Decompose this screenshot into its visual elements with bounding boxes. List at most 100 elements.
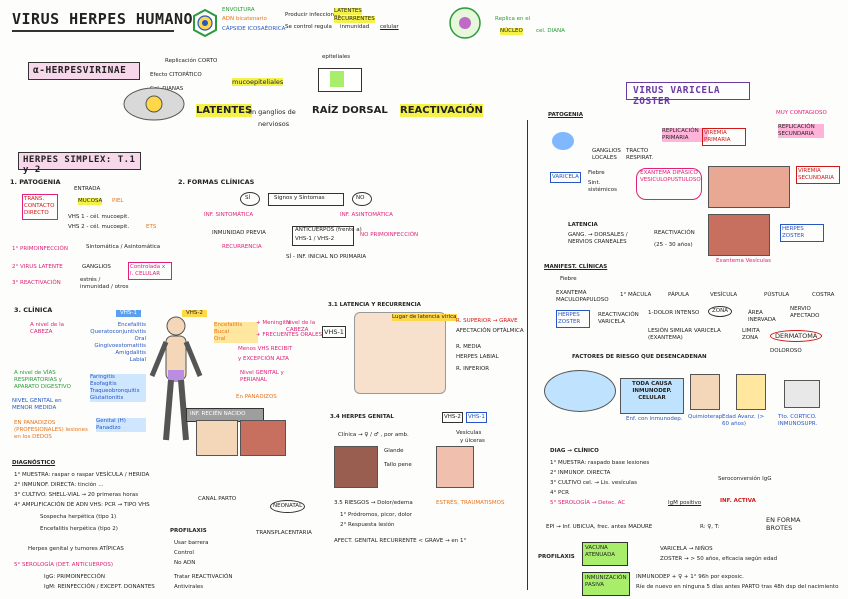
vz-exantema: EXANTEMA DIFÁSICO VESICULOPUSTULOSO — [640, 170, 701, 183]
vz-d3: 3° CULTIVO cel. → Lis. vesículas — [550, 480, 637, 486]
vhs1-tag: VHS-1 — [116, 310, 141, 317]
vz-zoster-photo — [708, 214, 770, 256]
vz-dolor: 1-DOLOR INTENSO — [648, 310, 700, 316]
human-body-figure — [149, 316, 203, 441]
left-item: Genital (H) — [96, 418, 126, 424]
meningitis-label: + Meningitis — [256, 320, 291, 326]
vz-manifest: MANIFEST. CLÍNICAS — [544, 264, 608, 270]
left-item: Gingivoestomatitis — [94, 343, 146, 349]
signos-text: Signos y Síntomas — [274, 195, 325, 201]
left-item: Amigdalitis — [115, 350, 146, 356]
vz-nervio: NERVIO AFECTADO — [790, 306, 820, 319]
genital-clinica-line: Clínica → ♀ / ♂ , por amb. — [338, 432, 409, 438]
vz-inmunodep: TODA CAUSA INMUNODEP. CELULAR — [632, 381, 672, 401]
inf-sint: INF. SINTOMÁTICA — [204, 212, 254, 218]
simplex-title: HERPES SIMPLEX: T.1 y 2 — [23, 155, 136, 175]
alpha-latentes: LATENTES — [196, 104, 253, 117]
vz-inf-activa: INF. ACTIVA — [720, 498, 756, 504]
no-pill — [352, 192, 372, 206]
left-item: Queratoconjuntivitis — [90, 329, 146, 335]
primo-label: 1° PRIMOINFECCIÓN — [12, 246, 68, 252]
regula-label: Se control regula — [285, 24, 332, 30]
vz-epi: EPI → Inf. UBICUA, frec. antes MADURE — [546, 524, 653, 530]
vz-viremia-primaria: VIREMIA PRIMARIA — [702, 128, 746, 146]
riesgos-afect: AFECT. GENITAL RECURRENTE < GRAVE → en 1… — [334, 538, 467, 544]
recurrencia-label: RECURRENCIA — [222, 244, 262, 250]
diag-l3: 3° CULTIVO: SHELL-VIAL → 20 primeras hor… — [14, 492, 139, 498]
envoltura-label: ENVOLTURA — [222, 7, 255, 13]
vz-edad: Edad Avanz. (> 60 años) — [722, 414, 765, 427]
vz-vesicula: VESÍCULA — [710, 292, 738, 298]
diag-l2: 2° INMUNOF. DIRECTA: tinción ... — [14, 482, 104, 488]
anticuerpos-box — [292, 226, 354, 246]
vz-muy-contagioso: MUY CONTAGIOSO — [776, 110, 827, 116]
vz-doloroso: DOLOROSO — [770, 348, 802, 354]
genital-bajo-label: NIVEL GENITAL en MENOR MEDIDA — [12, 398, 62, 411]
recien-image — [196, 420, 238, 456]
formas-heading: 2. FORMAS CLÍNICAS — [178, 178, 255, 186]
celular-label: celular — [380, 24, 399, 30]
ets-tag: ETS — [146, 224, 157, 230]
right-item: Encefalitis — [214, 322, 243, 328]
alpha-title: α-HERPESVIRINAE — [33, 65, 127, 76]
replica-label: Replica en el — [495, 16, 531, 22]
latencia-inferior: R. INFERIOR — [456, 366, 490, 372]
vz-exantema-vesic: Exantema Vesículas — [716, 258, 771, 264]
vz-limita: LIMITA ZONA — [742, 328, 760, 341]
vz-factores: FACTORES DE RIESGO QUE DESENCADENAN — [572, 354, 707, 360]
prof-p4: Tratar REACTIVACIÓN — [174, 574, 233, 580]
diag-l4: 4° AMPLIFICACIÓN DE ADN VHS: PCR → TIPO … — [14, 502, 150, 508]
alpha-en-ganglios: en ganglios de — [248, 108, 296, 116]
vz-tto: Tto. CORTICO. INMUNOSUPR. — [778, 414, 818, 427]
left-item: Labial — [129, 357, 146, 363]
vz-fiebre: Fiebre — [588, 170, 605, 176]
dianas-label: cel. DIANA — [536, 28, 565, 34]
vz-herpes-zoster: HERPES ZOSTER — [780, 224, 824, 242]
entrada-label: ENTRADA — [74, 186, 101, 192]
vhs2-line: VHS 2 - cél. mucoepit. — [68, 224, 130, 230]
primo-note: Sintomática / Asintomática — [86, 244, 161, 250]
right-item: Bucal — [214, 329, 230, 335]
vz-ganglios: GANGLIOS LOCALES — [592, 148, 621, 161]
latencia-media: R. MEDIA — [456, 344, 481, 350]
right-disease-list: Encefalitis Bucal Oral — [214, 322, 258, 343]
virus-structure-icon — [193, 8, 217, 38]
vz-exantema-mac: EXANTEMA MACULOPAPULOSO — [556, 290, 609, 303]
vz-inmuno-box: TODA CAUSA INMUNODEP. CELULAR — [620, 378, 684, 414]
no-primo: NO PRIMOINFECCIÓN — [360, 232, 419, 238]
panadizos-label: En PANADIZOS — [236, 394, 277, 400]
vz-costra: COSTRA — [812, 292, 835, 298]
vz-latencia: LATENCIA — [568, 222, 598, 228]
vz-rep-primaria: REPLICACIÓN PRIMARIA — [662, 128, 708, 142]
prof-p5: Antivirales — [174, 584, 204, 590]
vhs2-tag: VHS-2 — [182, 310, 207, 317]
vz-igm: IgM positivo — [668, 500, 702, 506]
nivel-cabeza-right: Nivel de la CABEZA — [286, 320, 316, 333]
diag-l6: Encefalitis herpética (tipo 2) — [40, 526, 118, 532]
panadizos2-label: EN PANADIZOS (PROFESIONALES) lesiones en… — [14, 420, 88, 440]
vhs-lines-text: VHS-1 / VHS-2 — [295, 236, 335, 242]
diag-serologia: 5° SEROLOGÍA (DET. ANTICUERPOS) — [14, 562, 114, 568]
prof-p1: Usar barrera — [174, 540, 209, 546]
genital-tallo: Tallo pene — [384, 462, 412, 468]
recurrentes-tag: RECURRENTES — [334, 16, 375, 23]
vz-reactivacion: REACTIVACIÓN — [654, 230, 695, 236]
controlada-tag: Controlada x I. CELULAR — [128, 262, 172, 280]
vz-exantema-box — [636, 168, 702, 200]
vz-gang: GANG. → DORSALES / NERVIOS CRANEALES — [568, 232, 628, 245]
patogenia-heading: 1. PATOGENIA — [10, 178, 61, 186]
latente-note: GANGLIOS — [82, 264, 111, 270]
diag-l5: Sospecha herpética (tipo 1) — [40, 514, 117, 520]
latencia-ganglio: Lugar de latencia vírica — [392, 314, 457, 321]
vz-d2: 2° INMUNOF. DIRECTA — [550, 470, 611, 476]
recien-image-2 — [240, 420, 286, 456]
riesgos-r1: 1° Pródromos, picor, dolor — [340, 512, 412, 518]
nivel-cabeza-left: A nivel de la CABEZA — [30, 322, 64, 335]
genital-vhs2: VHS-2 — [442, 412, 463, 423]
left-item: Glutaitonitis — [90, 395, 124, 401]
page-title: VIRUS HERPES HUMANO — [12, 10, 194, 28]
si-text: SÍ — [245, 195, 251, 201]
vz-riesgo: Ríe de nuevo en ninguna 5 días antes PAR… — [636, 584, 839, 590]
cell-nucleus-icon — [449, 7, 481, 39]
anticuerpos-text: ANTICUERPOS (frente a) — [295, 227, 362, 233]
